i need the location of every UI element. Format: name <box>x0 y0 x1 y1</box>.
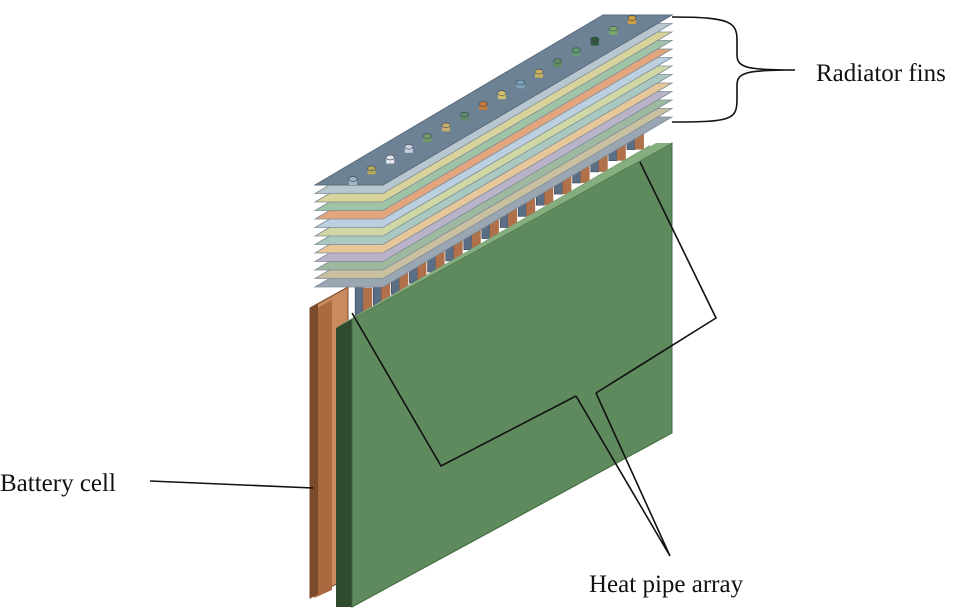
pipe-cap <box>348 176 358 185</box>
heat-pipe-gap <box>453 234 463 261</box>
pipe-cap <box>385 154 395 164</box>
heat-pipe-gap <box>562 170 572 195</box>
pipe-cap <box>367 165 377 175</box>
heat-pipe-gap <box>417 255 427 284</box>
battery-cell-label: Battery cell <box>0 470 116 497</box>
heat-pipe-array-stem <box>575 392 671 557</box>
heat-pipe <box>354 285 364 317</box>
pipe-cap-row <box>348 15 637 185</box>
heat-pipe-gap <box>598 149 608 172</box>
pipe-cap <box>497 90 507 100</box>
heat-pipe-gap <box>580 160 590 183</box>
heat-pipe-gap <box>435 245 445 272</box>
heat-pipe-gap <box>471 223 481 250</box>
pipe-cap <box>515 79 525 89</box>
heat-pipe-gap <box>363 287 373 317</box>
pipe-cap <box>460 111 470 121</box>
radiator-fin-stack <box>313 23 674 288</box>
heat-pipe-array-label: Heat pipe array <box>589 571 744 598</box>
pipe-cap <box>404 144 414 153</box>
pipe-cap <box>422 133 432 143</box>
radiator-fins-brace <box>671 16 796 123</box>
heat-pipe-gap <box>508 202 518 228</box>
heat-pipe-gap <box>616 138 626 161</box>
battery-side-face <box>336 319 352 607</box>
pipe-cap <box>627 15 637 24</box>
battery-cell-leader <box>149 480 314 489</box>
heat-pipe-gap <box>489 213 499 239</box>
heat-pipe-gap <box>634 128 644 150</box>
radiator-fins-label: Radiator fins <box>816 60 946 87</box>
heat-pipe-gap <box>544 181 554 206</box>
radiator-top-plate <box>313 14 674 186</box>
pipe-cap <box>608 26 618 35</box>
leader-lines <box>149 16 796 557</box>
heat-pipe-gap <box>526 192 536 217</box>
heat-pipe-array-bracket <box>351 161 718 468</box>
pipe-cap <box>571 47 581 57</box>
pipe-cap <box>534 68 544 78</box>
pipe-cap <box>478 101 488 110</box>
pipe-cap <box>553 58 563 67</box>
battery-cell-body <box>336 142 673 608</box>
pipe-cap <box>590 36 600 46</box>
pipe-cap <box>441 122 451 132</box>
heat-pipe-gap <box>399 266 409 295</box>
battery-top-face <box>340 143 672 325</box>
heat-pipe-gap <box>381 277 391 306</box>
